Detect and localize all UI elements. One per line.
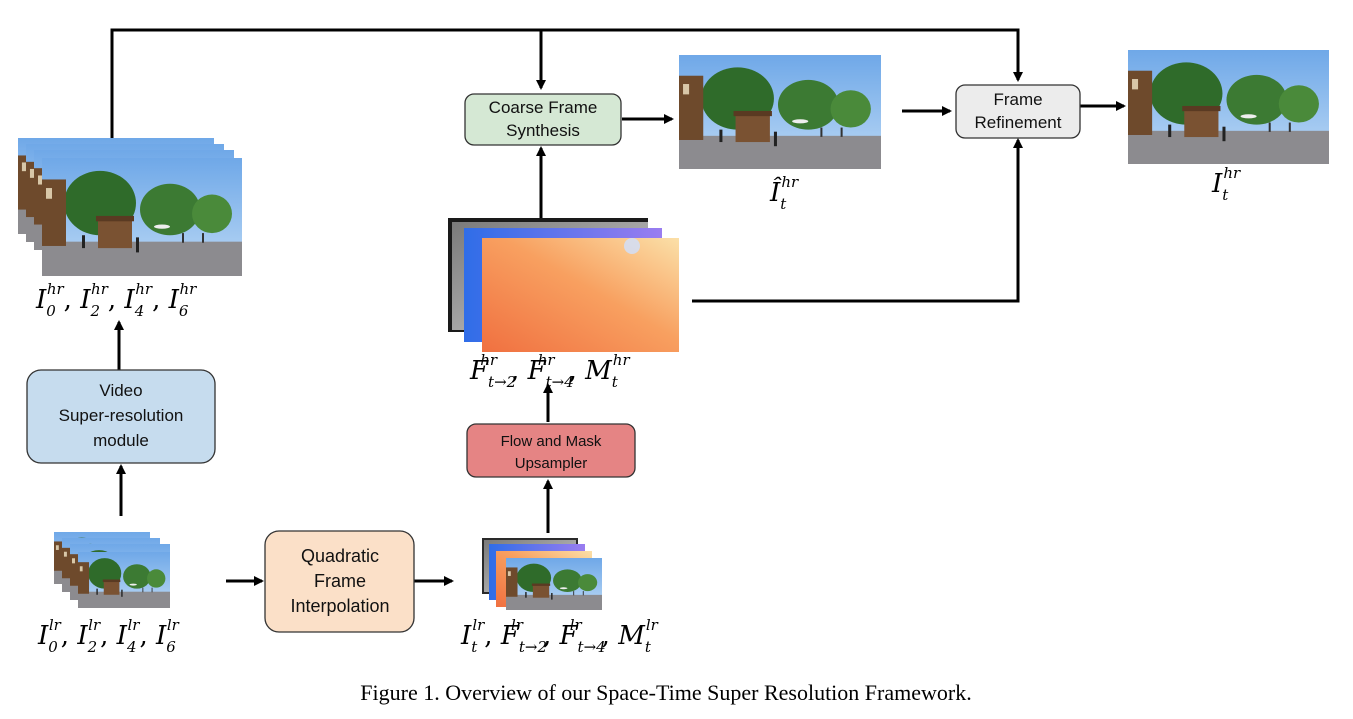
hr-f4-sub: t→4 — [546, 373, 574, 391]
figure-caption: Figure 1. Overview of our Space-Time Sup… — [360, 680, 971, 705]
lr-inputs-label: I0lr, I2lr, I4lr, I6lr — [37, 616, 180, 656]
hr-input-frames — [18, 138, 242, 276]
frame-refinement-fill — [955, 84, 1081, 139]
lr-f2-sub: t→2 — [519, 638, 547, 656]
hr-i4-base: I — [123, 285, 135, 315]
lr-f2-sup: lr — [511, 616, 524, 634]
connectors — [110, 28, 1126, 586]
lr-it-base: I — [460, 621, 472, 651]
hr-inputs-label: I0hr, I2hr, I4hr, I6hr — [35, 280, 197, 320]
video-sr-module-fill — [26, 369, 216, 464]
hr-i6-base: I — [168, 285, 180, 315]
lr-i0-base: I — [37, 621, 49, 651]
hr-i0-base: I — [35, 285, 47, 315]
hr-i2-sup: hr — [91, 280, 109, 298]
coarse-frame-synthesis-line2: Synthesis — [506, 121, 580, 140]
hr-f2-base: F — [469, 356, 489, 386]
lr-f2-base: F — [500, 621, 520, 651]
lr-i4-base: I — [116, 621, 128, 651]
hr-i4-sub: 4 — [134, 302, 145, 320]
lr-f4-base: F — [559, 621, 579, 651]
lr-flow-mask-stack — [482, 538, 602, 610]
coarse-frame-synthesis-line1: Coarse Frame — [489, 98, 598, 117]
lr-i4-sub: 4 — [126, 638, 137, 656]
lr-input-frames — [54, 532, 170, 608]
lr-m-sub: t — [645, 638, 652, 656]
quadratic-interpolation-line1: Quadratic — [301, 546, 379, 566]
quadratic-interpolation-line2: Frame — [314, 571, 366, 591]
coarse-frame-synthesis-fill — [464, 93, 622, 146]
final-output-sub: t — [1222, 186, 1229, 204]
coarse-frame-image — [679, 55, 881, 169]
hr-flows-label: Ft→2hr, Ft→4hr, Mthr — [469, 351, 630, 391]
hr-flow-mask-stack — [448, 218, 679, 352]
hr-i4-sup: hr — [135, 280, 153, 298]
video-sr-module-line2: Super-resolution — [59, 406, 184, 425]
lr-m-base: M — [617, 621, 646, 651]
quadratic-interpolation-box: Quadratic Frame Interpolation — [264, 530, 415, 633]
quadratic-interpolation-line3: Interpolation — [290, 596, 389, 616]
flow-mask-upsampler-fill — [466, 423, 636, 478]
flow-mask-upsampler-line2: Upsampler — [515, 455, 588, 472]
flow-mask-upsampler-box: Flow and Mask Upsampler — [466, 423, 636, 478]
arrow-flows-to-refine — [692, 138, 1023, 303]
lr-it-sub: t — [471, 638, 478, 656]
hr-i6-sup: hr — [179, 280, 197, 298]
hr-i0-sup: hr — [47, 280, 65, 298]
flow-mask-upsampler-line1: Flow and Mask — [501, 433, 602, 450]
quadratic-interpolation-fill — [264, 530, 415, 633]
coarse-output-base: Î — [769, 176, 782, 208]
hr-m-base: M — [584, 356, 613, 386]
coarse-output-sup: hr — [781, 173, 799, 191]
lr-it-sup: lr — [472, 616, 485, 634]
lr-f4-sub: t→4 — [578, 638, 606, 656]
frame-refinement-line2: Refinement — [975, 113, 1062, 132]
lr-i4-sup: lr — [127, 616, 140, 634]
frame-refinement-box: Frame Refinement — [955, 84, 1081, 139]
final-output-base: I — [1211, 169, 1223, 199]
lr-i0-sup: lr — [49, 616, 62, 634]
hr-i2-sub: 2 — [89, 302, 100, 320]
final-output-sup: hr — [1223, 164, 1241, 182]
video-sr-module-line1: Video — [99, 381, 142, 400]
hr-m-sub: t — [612, 373, 619, 391]
lr-m-sup: lr — [646, 616, 659, 634]
hr-i0-sub: 0 — [46, 302, 56, 320]
lr-f4-sup: lr — [570, 616, 583, 634]
hr-f4-base: F — [527, 356, 547, 386]
hr-i2-base: I — [79, 285, 91, 315]
final-output-label: It hr — [1211, 164, 1241, 204]
coarse-output-sub: t — [780, 195, 787, 213]
lr-i2-sub: 2 — [87, 638, 98, 656]
lr-i0-sub: 0 — [48, 638, 58, 656]
coarse-frame-synthesis-box: Coarse Frame Synthesis — [464, 93, 622, 146]
video-sr-module-line3: module — [93, 431, 149, 450]
lr-i6-sup: lr — [167, 616, 180, 634]
hr-f4-sup: hr — [538, 351, 556, 369]
final-frame-image — [1128, 50, 1329, 164]
lr-flows-label: Itlr, Ft→2lr, Ft→4lr, Mtlr — [460, 616, 659, 656]
hr-f2-sub: t→2 — [488, 373, 516, 391]
hr-i6-sub: 6 — [179, 302, 189, 320]
skip-line-hr-inputs — [110, 28, 1023, 140]
lr-i6-sub: 6 — [166, 638, 176, 656]
lr-i2-base: I — [76, 621, 88, 651]
frame-refinement-line1: Frame — [993, 90, 1042, 109]
hr-m-sup: hr — [613, 351, 631, 369]
lr-i6-base: I — [155, 621, 167, 651]
video-sr-module-box: Video Super-resolution module — [26, 369, 216, 464]
hr-f2-sup: hr — [480, 351, 498, 369]
coarse-output-label: Ît hr — [769, 173, 799, 213]
lr-i2-sup: lr — [88, 616, 101, 634]
